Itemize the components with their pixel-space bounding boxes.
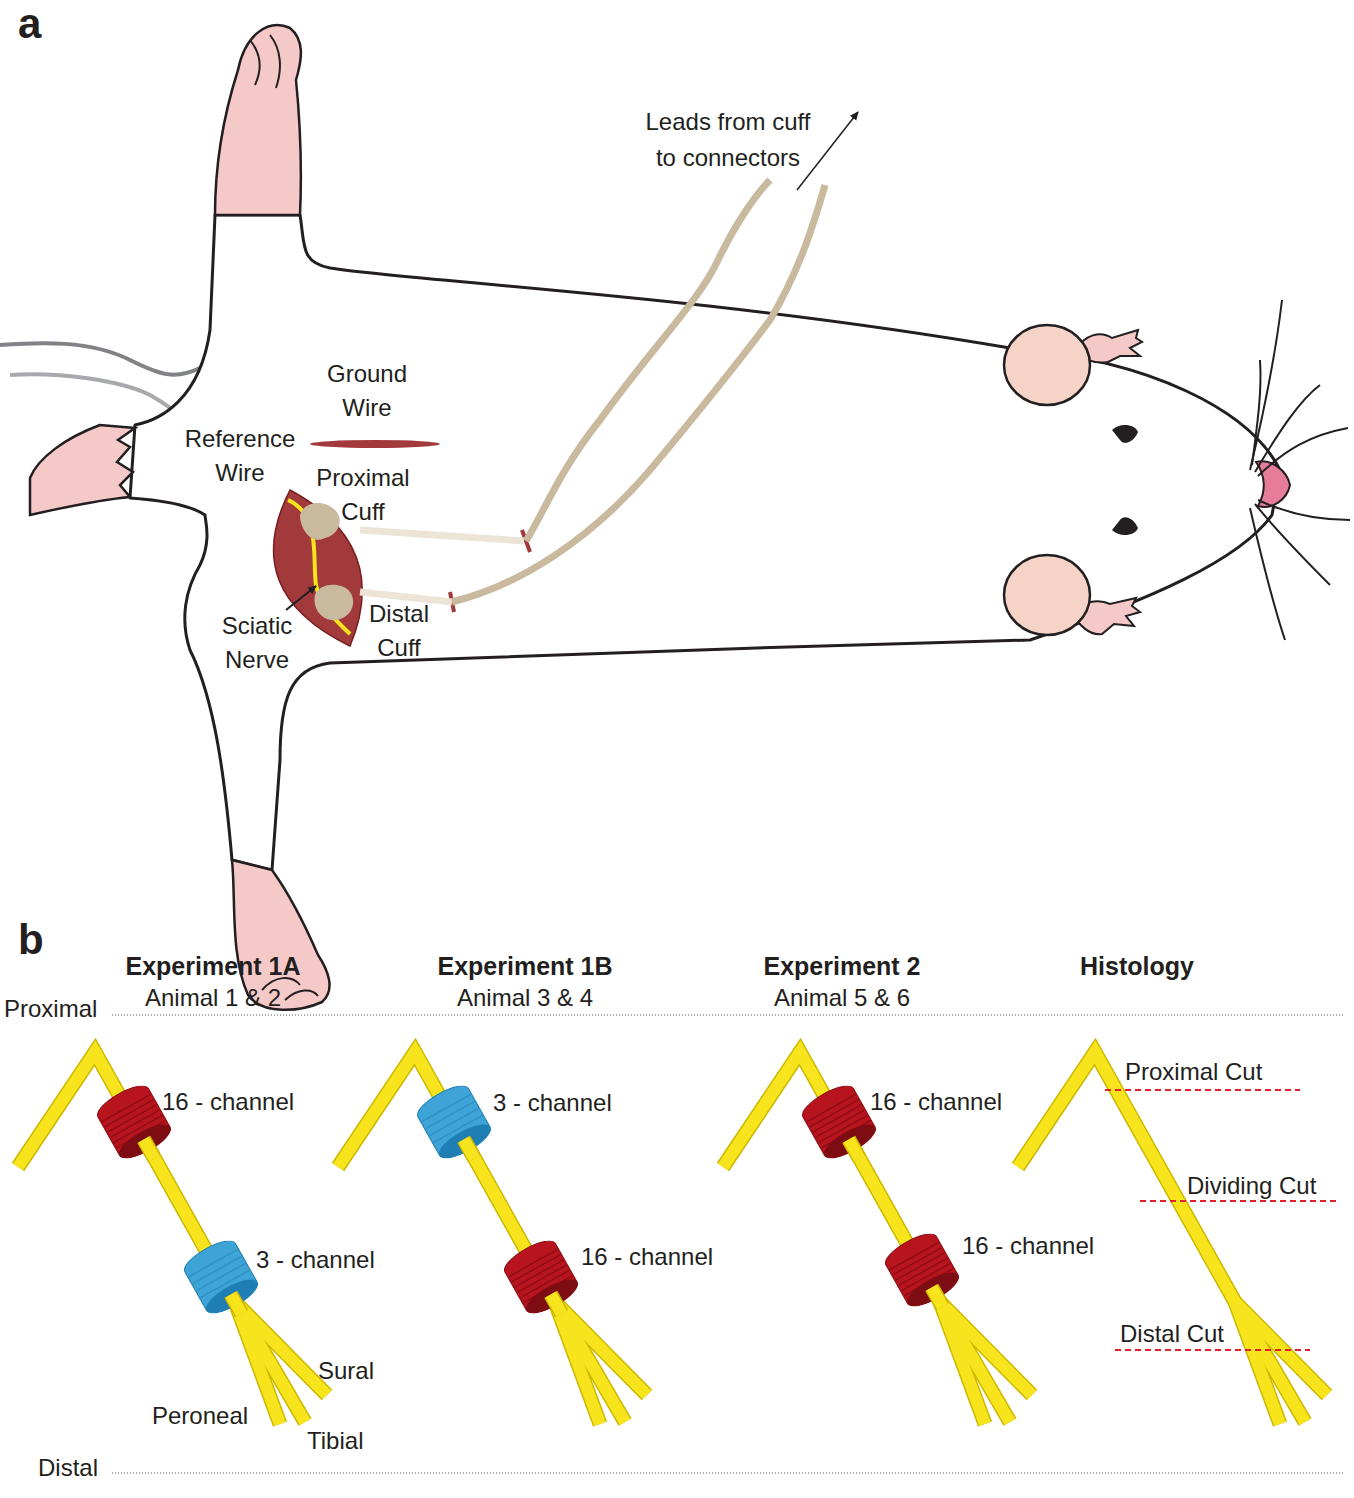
nerve-label: Sciatic Nerve	[207, 609, 307, 677]
rat-illustration	[0, 25, 1350, 1010]
hind-foot	[30, 425, 135, 515]
cuff-lead	[452, 185, 825, 602]
section-heading: Histology	[1007, 950, 1267, 982]
cuff	[180, 1235, 267, 1328]
proximal-line	[112, 1015, 1345, 1016]
axis-label: Distal	[38, 1452, 98, 1484]
cuff-label: Proximal Cuff	[303, 461, 423, 529]
whiskers	[1250, 300, 1350, 640]
cuff	[314, 585, 353, 620]
cut-label: Dividing Cut	[1187, 1170, 1316, 1202]
cuff-label: 16 - channel	[870, 1086, 1002, 1118]
wire-label: Reference Wire	[170, 422, 310, 490]
cuff-label: 3 - channel	[256, 1244, 375, 1276]
cuff	[881, 1228, 968, 1321]
nerve	[18, 1052, 327, 1424]
eye	[1112, 517, 1138, 535]
cuff	[500, 1235, 587, 1328]
cut-line	[1105, 1090, 1340, 1350]
axis-label: Proximal	[4, 993, 97, 1025]
cuff-label: 3 - channel	[493, 1087, 612, 1119]
eye	[1112, 425, 1138, 443]
cut-label: Proximal Cut	[1125, 1056, 1262, 1088]
paw-toes	[250, 35, 280, 88]
animal-label: Animal 5 & 6	[712, 982, 972, 1014]
branch-label: Sural	[318, 1355, 374, 1387]
cuff-label: 16 - channel	[962, 1230, 1094, 1262]
animal-label: Animal 1 & 2	[83, 982, 343, 1014]
experiment-heading: Experiment 2	[712, 950, 972, 982]
hind-paw	[215, 25, 301, 215]
experiment-heading: Experiment 1A	[83, 950, 343, 982]
ear	[1004, 325, 1090, 405]
panel-letter: b	[18, 914, 44, 966]
cuff-label: 16 - channel	[162, 1086, 294, 1118]
panel-letter: a	[18, 0, 41, 50]
annotation: Leads from cuff to connectors	[638, 104, 818, 176]
cuff-lead	[526, 180, 770, 541]
nose	[1256, 461, 1290, 507]
nerve	[338, 1052, 647, 1424]
incision	[310, 440, 440, 448]
distal-line	[112, 1473, 1345, 1474]
rat-body	[130, 215, 1280, 870]
leader-arrow	[286, 586, 316, 610]
ear	[1004, 555, 1090, 635]
nerve-schematics	[18, 1015, 1345, 1473]
branch-label: Peroneal	[152, 1400, 248, 1432]
cuff-label: 16 - channel	[581, 1241, 713, 1273]
wire-label: Ground Wire	[312, 357, 422, 425]
cut-label: Distal Cut	[1120, 1318, 1224, 1350]
branch-label: Tibial	[307, 1425, 363, 1457]
cuff-label: Distal Cuff	[354, 597, 444, 665]
animal-label: Animal 3 & 4	[395, 982, 655, 1014]
experiment-heading: Experiment 1B	[395, 950, 655, 982]
cuff	[300, 503, 340, 540]
cuff-lead	[360, 530, 524, 541]
cuff	[413, 1080, 500, 1173]
